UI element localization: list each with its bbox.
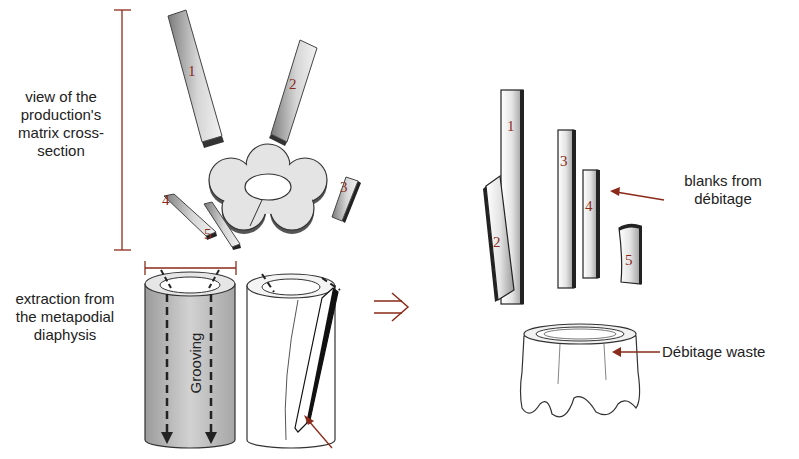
callout-number: 4 xyxy=(585,198,593,214)
text-label: extraction from the metapodial diaphysis xyxy=(15,290,115,344)
shape-outline xyxy=(200,200,245,250)
text-label: blanks from débitage xyxy=(668,172,778,208)
metapodial-diaphysis: Grooving xyxy=(143,268,238,453)
shape-outline xyxy=(555,128,579,292)
callout-number: 4 xyxy=(162,192,170,208)
callout-number: 1 xyxy=(507,118,515,134)
callout-number: 5 xyxy=(204,226,212,242)
shape-outline xyxy=(265,38,325,146)
pointer-arrow xyxy=(304,415,332,448)
bone-blank: 1 xyxy=(160,8,225,148)
debitage-blank: 2 xyxy=(480,172,520,304)
bone-blank: 5 xyxy=(200,200,245,250)
bone-blank: 2 xyxy=(265,38,325,146)
debitage-waste xyxy=(521,324,640,417)
callout-number: 2 xyxy=(289,76,297,92)
text-label: view of the production's matrix cross-se… xyxy=(2,88,120,160)
debitage-blank: 3 xyxy=(555,128,579,292)
debitage-blank: 4 xyxy=(580,168,604,282)
cross-section-rosette xyxy=(209,144,327,234)
bone-cylinder xyxy=(247,274,340,448)
debitage-blank: 5 xyxy=(615,220,645,288)
implies-arrow xyxy=(374,293,408,321)
text-label: Débitage waste xyxy=(662,343,797,361)
callout-number: 2 xyxy=(493,234,501,250)
bone-blank: 3 xyxy=(328,175,363,225)
callout-number: 1 xyxy=(188,63,196,79)
callout-number: 3 xyxy=(560,153,568,169)
pointer-arrow xyxy=(610,187,664,357)
dimension-bracket xyxy=(114,10,131,250)
shape-outline xyxy=(580,168,604,282)
callout-number: 5 xyxy=(625,252,633,268)
callout-number: 3 xyxy=(340,179,348,195)
process-label: Grooving xyxy=(187,333,205,394)
